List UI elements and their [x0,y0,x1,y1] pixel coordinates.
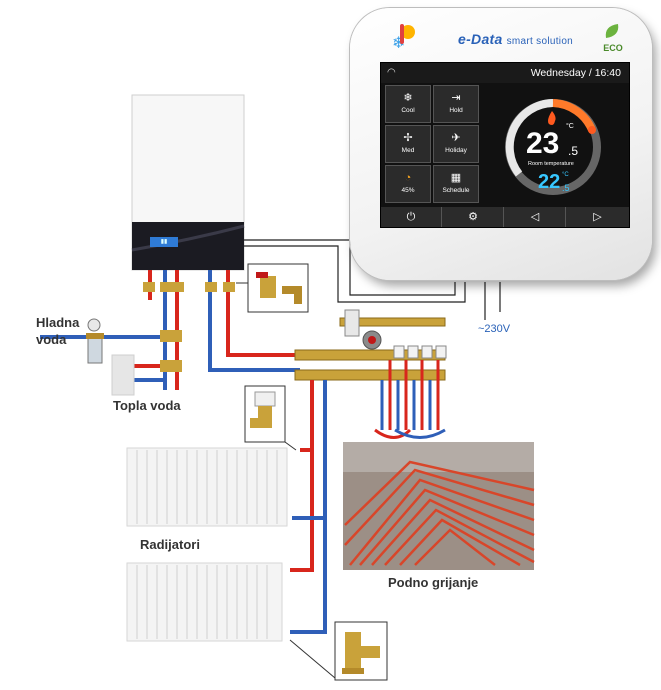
valve-inset-radiator [245,386,296,450]
leaf-icon [598,22,628,40]
status-bar: ◠ Wednesday / 16:40 [381,63,629,83]
fan-icon: ✢ [386,132,430,144]
cold-water-label-line1: Hladna [36,315,79,330]
valve-inset-top [236,264,308,312]
cold-water-label-line2: voda [36,332,66,347]
tile-label: Holiday [434,147,478,154]
power-button[interactable]: ⏻ [381,207,442,227]
brand-tagline: smart solution [507,36,573,47]
tile-fan[interactable]: ✢ Med [385,125,431,163]
tile-label: Med [386,147,430,154]
radiator-upper [127,448,287,526]
back-button[interactable]: ◁ [505,207,566,227]
water-filter [86,319,104,363]
eco-badge: ECO [598,22,628,56]
thermometer-logo-icon: ❄ [388,20,418,54]
humidity-icon: ◔ [386,172,430,184]
set-temperature-decimal: .5 [562,183,570,193]
tile-holiday[interactable]: ✈ Holiday [433,125,479,163]
eco-label: ECO [598,43,628,53]
room-temperature-label: Room temperature [528,161,574,167]
brand-title: e-Data smart solution [458,31,573,47]
wifi-icon: ◠ [387,67,396,78]
nav-bar: ⏻ ⚙ ◁ ▷ [381,207,629,227]
flame-icon [546,111,558,125]
radiator-lower [127,563,282,641]
brand-name: e-Data [458,31,503,47]
tile-label: Schedule [434,187,478,194]
cold-water-label: Hladna voda [36,314,79,348]
settings-button[interactable]: ⚙ [443,207,504,227]
hot-water-tank [112,355,134,395]
forward-button[interactable]: ▷ [567,207,628,227]
tile-humidity[interactable]: ◔ 45% [385,165,431,203]
room-temperature-unit: °C [566,123,574,130]
radiators-label: Radijatori [140,537,200,552]
tile-label: Hold [434,107,478,114]
boiler [132,95,244,270]
boiler-fittings [143,282,235,372]
calendar-icon: ▦ [434,172,478,184]
tile-hold[interactable]: ⇥ Hold [433,85,479,123]
hot-water-label: Topla voda [113,398,181,413]
hold-icon: ⇥ [434,92,478,104]
boiler-display: ▮▮ [150,237,178,247]
voltage-label: ~230V [478,323,510,335]
datetime: Wednesday / 16:40 [531,67,621,79]
room-temperature: 23 [526,127,559,161]
floor-heating-label: Podno grijanje [388,575,478,590]
floor-heating-photo [343,442,534,570]
tile-schedule[interactable]: ▦ Schedule [433,165,479,203]
snowflake-icon: ❄ [386,92,430,104]
set-temperature: 22 [538,171,560,194]
tile-label: Cool [386,107,430,114]
airplane-icon: ✈ [434,132,478,144]
room-temperature-decimal: .5 [568,144,578,158]
radiator-risers [290,380,325,632]
tile-cool[interactable]: ❄ Cool [385,85,431,123]
tile-label: 45% [386,187,430,194]
set-temperature-unit: °C [562,172,569,178]
